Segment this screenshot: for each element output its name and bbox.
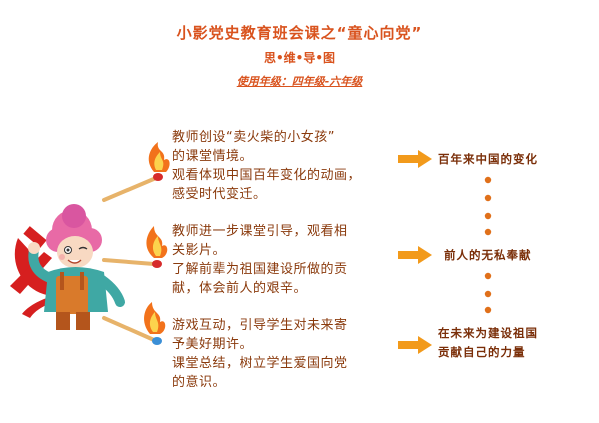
match-icon xyxy=(102,142,170,202)
step-line: 感受时代变迁。 xyxy=(172,187,267,202)
step-line: 教师进一步课堂引导，观看相 xyxy=(172,224,348,239)
step-line: 献，体会前人的艰辛。 xyxy=(172,281,308,296)
step-2: 教师进一步课堂引导，观看相 关影片。 了解前辈为祖国建设所做的贡 献，体会前人的… xyxy=(172,222,348,298)
match-icon xyxy=(102,302,166,345)
target-3: 在未来为建设祖国 贡献自己的力量 xyxy=(438,324,538,362)
target-line: 百年来中国的变化 xyxy=(438,152,538,166)
step-line: 予美好期许。 xyxy=(172,337,254,352)
page-title: 小影党史教育班会课之“童心向党” xyxy=(176,24,423,42)
step-line: 游戏互动，引导学生对未来寄 xyxy=(172,318,348,333)
step-line: 的意识。 xyxy=(172,375,227,390)
step-line: 观看体现中国百年变化的动画， xyxy=(172,168,362,183)
match-icon xyxy=(102,226,168,268)
step-line: 了解前辈为祖国建设所做的贡 xyxy=(172,262,348,277)
arrow-icon xyxy=(398,336,432,354)
grade-range: 使用年级：四年级-六年级 xyxy=(236,75,363,88)
arrow-icon xyxy=(398,246,432,264)
page-subtitle: 思•维•导•图 xyxy=(263,51,335,65)
target-line: 在未来为建设祖国 xyxy=(438,326,538,340)
step-line: 课堂总结，树立学生爱国向党 xyxy=(172,356,348,371)
step-line: 教师创设“卖火柴的小女孩” xyxy=(172,130,335,145)
cartoon-child xyxy=(28,204,125,330)
target-line: 前人的无私奉献 xyxy=(444,248,532,262)
step-3: 游戏互动，引导学生对未来寄 予美好期许。 课堂总结，树立学生爱国向党 的意识。 xyxy=(172,316,348,392)
step-line: 关影片。 xyxy=(172,243,227,258)
target-1: 百年来中国的变化 xyxy=(438,150,538,169)
target-2: 前人的无私奉献 xyxy=(444,246,532,265)
target-line: 贡献自己的力量 xyxy=(438,345,526,359)
connector-dots xyxy=(484,176,492,314)
step-line: 的课堂情境。 xyxy=(172,149,254,164)
step-1: 教师创设“卖火柴的小女孩” 的课堂情境。 观看体现中国百年变化的动画， 感受时代… xyxy=(172,128,361,204)
arrow-icon xyxy=(398,150,432,168)
